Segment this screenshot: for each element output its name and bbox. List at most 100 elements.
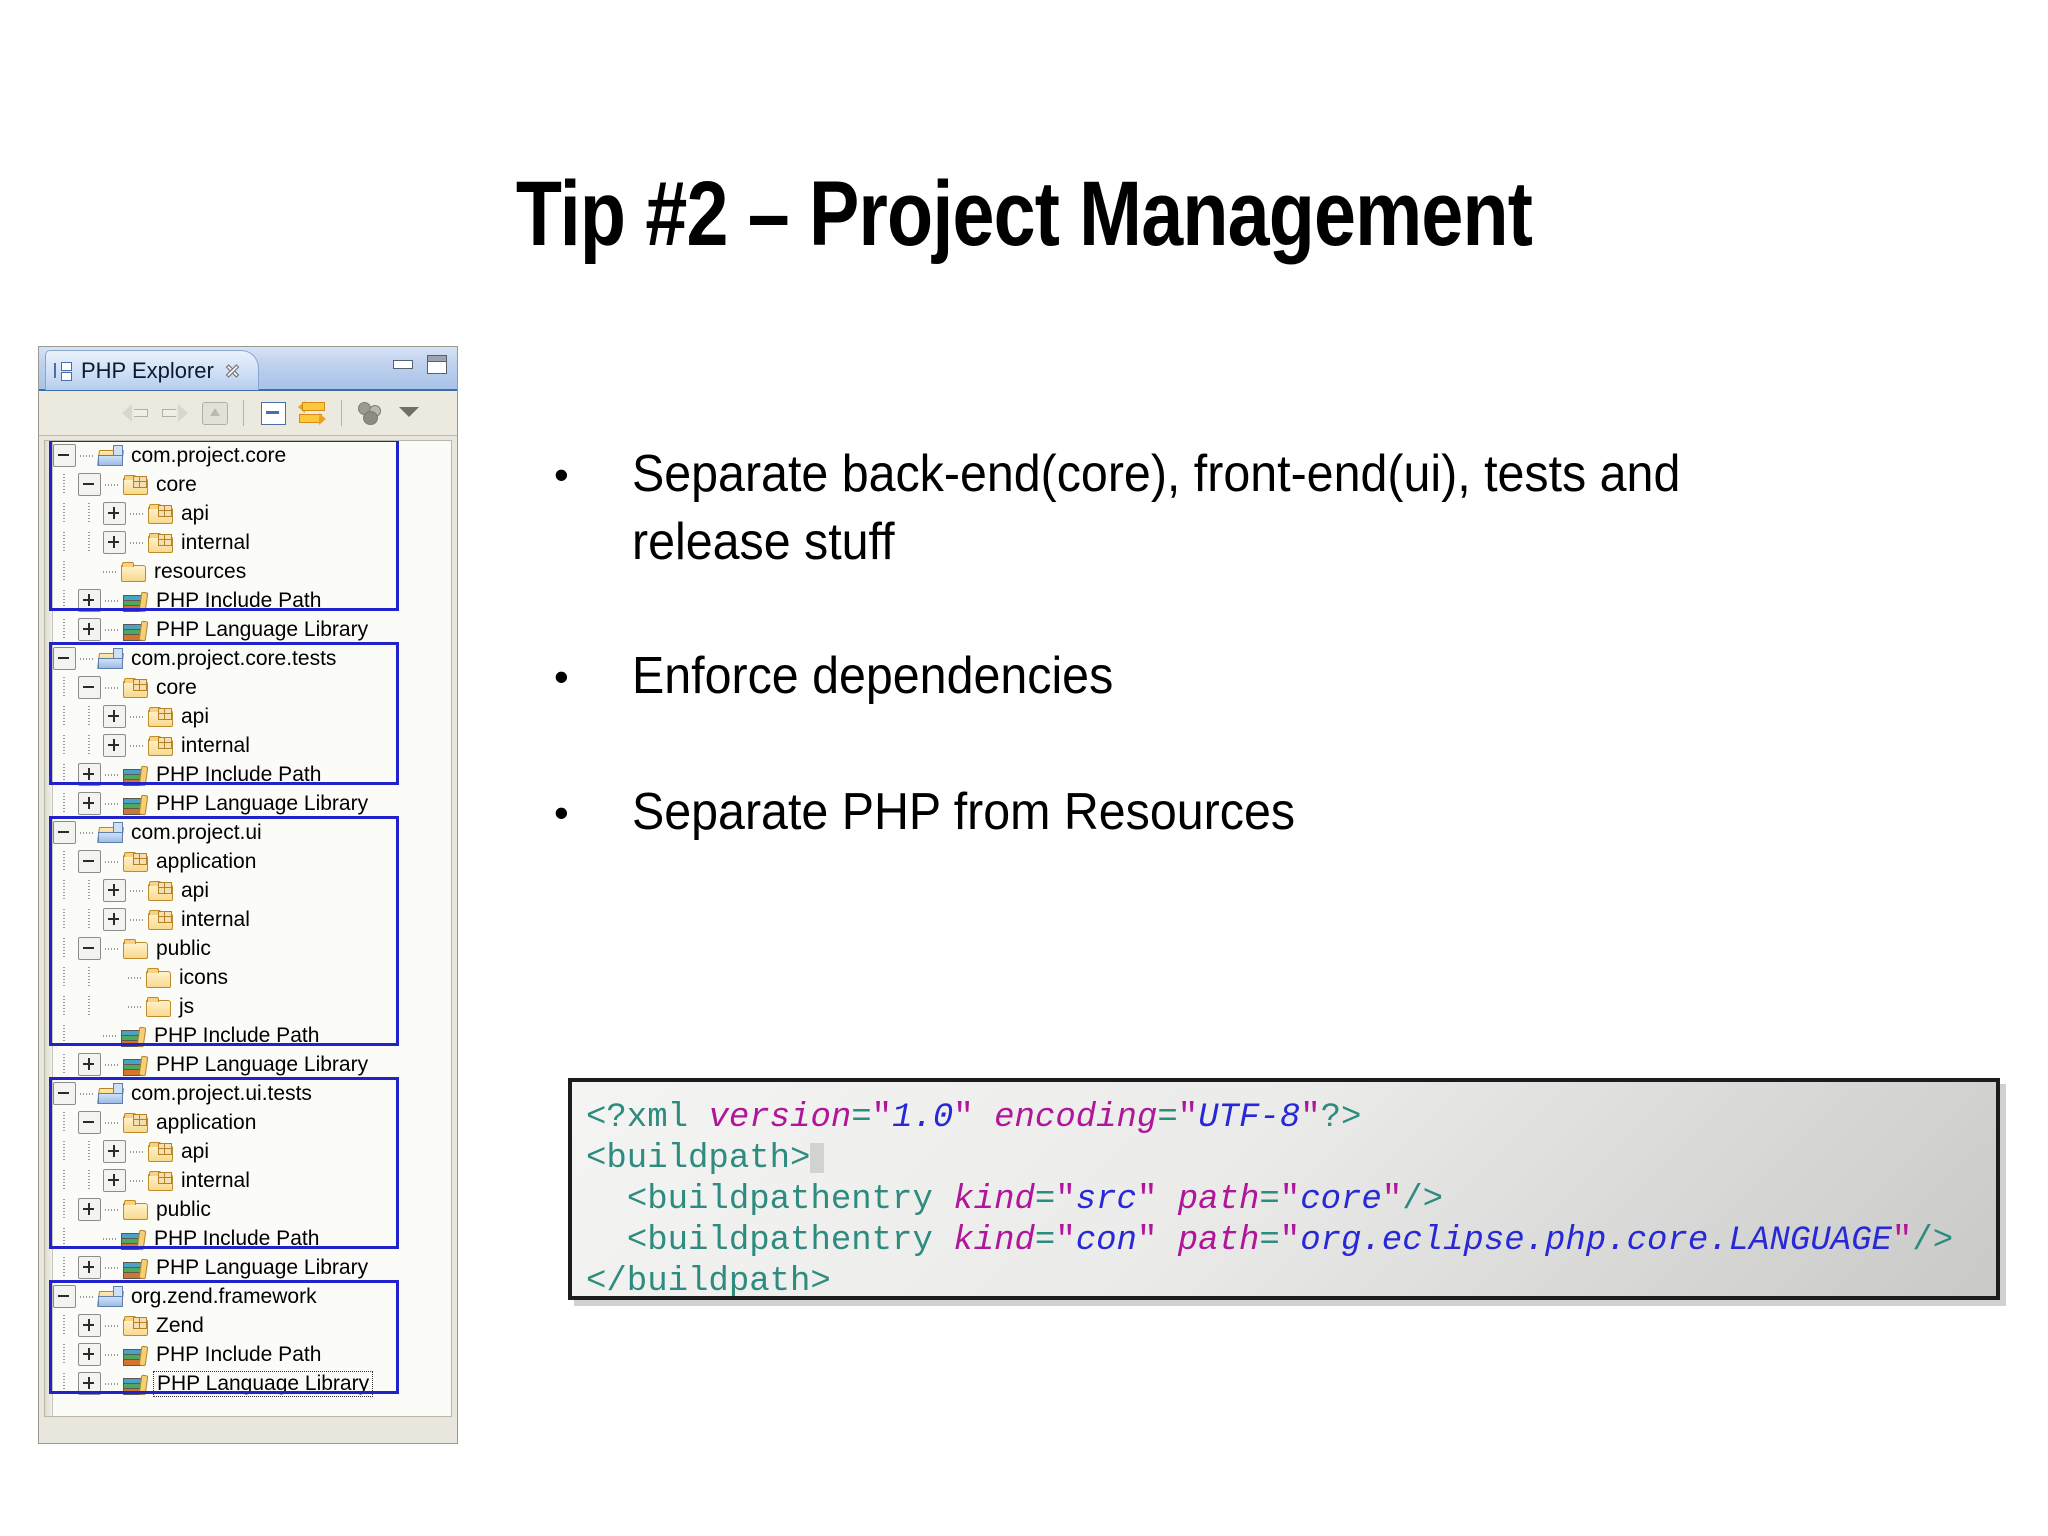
tree-connector xyxy=(105,628,119,631)
expand-icon[interactable] xyxy=(78,618,101,641)
tree-item[interactable]: application xyxy=(53,1108,451,1137)
collapse-icon[interactable] xyxy=(53,1082,76,1105)
tree-item[interactable]: core xyxy=(53,470,451,499)
tree-connector xyxy=(80,831,94,834)
tree-item[interactable]: PHP Language Library xyxy=(53,615,451,644)
tree-indent-guide xyxy=(63,503,65,524)
up-icon[interactable] xyxy=(197,398,231,428)
link-with-editor-icon[interactable] xyxy=(295,398,329,428)
tree-item[interactable]: com.project.ui xyxy=(53,818,451,847)
tree-item[interactable]: internal xyxy=(53,528,451,557)
tree-item[interactable]: PHP Language Library xyxy=(53,1369,451,1398)
expand-icon[interactable] xyxy=(103,879,126,902)
expand-icon[interactable] xyxy=(103,908,126,931)
collapse-icon[interactable] xyxy=(53,647,76,670)
collapse-icon[interactable] xyxy=(53,444,76,467)
tree-item[interactable]: com.project.ui.tests xyxy=(53,1079,451,1108)
tree-item[interactable]: js xyxy=(53,992,451,1021)
minimize-icon[interactable] xyxy=(393,360,413,369)
back-icon[interactable] xyxy=(119,398,153,428)
tree-item[interactable]: PHP Include Path xyxy=(53,1224,451,1253)
tree-item-label: PHP Language Library xyxy=(156,1052,369,1076)
maximize-icon[interactable] xyxy=(427,355,447,374)
tree-indent-guide xyxy=(88,996,90,1017)
expand-icon[interactable] xyxy=(78,792,101,815)
tree-item[interactable]: api xyxy=(53,702,451,731)
close-icon[interactable] xyxy=(223,361,242,380)
package-folder-icon xyxy=(122,1315,148,1337)
package-folder-icon xyxy=(122,474,148,496)
tree-indent-guide xyxy=(63,996,65,1017)
tree-item-label: com.project.ui.tests xyxy=(131,1081,312,1105)
tree-item[interactable]: com.project.core xyxy=(53,441,451,470)
tree-indent-guide xyxy=(63,880,65,901)
tree-connector xyxy=(80,454,94,457)
collapse-icon[interactable] xyxy=(78,676,101,699)
expand-icon[interactable] xyxy=(103,502,126,525)
package-folder-icon xyxy=(147,1170,173,1192)
tree-item[interactable]: core xyxy=(53,673,451,702)
folder-icon xyxy=(122,1199,148,1221)
project-folder-icon xyxy=(97,821,124,844)
expand-icon[interactable] xyxy=(78,1314,101,1337)
tree-item[interactable]: internal xyxy=(53,905,451,934)
expand-icon[interactable] xyxy=(103,531,126,554)
expand-icon[interactable] xyxy=(103,705,126,728)
tree-item[interactable]: PHP Include Path xyxy=(53,1021,451,1050)
tree-item[interactable]: org.zend.framework xyxy=(53,1282,451,1311)
tree-connector xyxy=(105,599,119,602)
expand-icon[interactable] xyxy=(78,763,101,786)
tree-item[interactable]: Zend xyxy=(53,1311,451,1340)
tree-scrollbar[interactable] xyxy=(45,441,53,1416)
view-menu-chevron-icon[interactable] xyxy=(393,398,423,428)
tree-item[interactable]: PHP Include Path xyxy=(53,586,451,615)
expand-icon[interactable] xyxy=(103,1140,126,1163)
tree-indent-guide xyxy=(63,1025,65,1046)
tree-item[interactable]: public xyxy=(53,1195,451,1224)
tree-item[interactable]: PHP Language Library xyxy=(53,789,451,818)
tree-item-label: resources xyxy=(154,559,247,583)
buildpath-xml-snippet: <?xml version="1.0" encoding="UTF-8"?> <… xyxy=(568,1078,2000,1300)
tree-item[interactable]: internal xyxy=(53,1166,451,1195)
tree-item[interactable]: com.project.core.tests xyxy=(53,644,451,673)
tree-item-label: core xyxy=(156,472,197,496)
collapse-icon[interactable] xyxy=(78,1111,101,1134)
forward-icon[interactable] xyxy=(158,398,192,428)
package-folder-icon xyxy=(147,503,173,525)
tab-php-explorer[interactable]: PHP Explorer xyxy=(45,350,259,390)
collapse-icon[interactable] xyxy=(78,937,101,960)
tree-item[interactable]: api xyxy=(53,876,451,905)
view-filter-icon[interactable] xyxy=(354,398,388,428)
tree-item[interactable]: icons xyxy=(53,963,451,992)
expand-icon[interactable] xyxy=(78,1343,101,1366)
expand-icon[interactable] xyxy=(103,1169,126,1192)
collapse-icon[interactable] xyxy=(78,473,101,496)
collapse-icon[interactable] xyxy=(78,850,101,873)
collapse-icon[interactable] xyxy=(53,1285,76,1308)
tree-item[interactable]: api xyxy=(53,1137,451,1166)
tree-indent-guide xyxy=(63,1112,65,1133)
tree-item[interactable]: internal xyxy=(53,731,451,760)
expand-icon[interactable] xyxy=(78,1198,101,1221)
collapse-icon[interactable] xyxy=(53,821,76,844)
project-folder-icon xyxy=(97,1285,124,1308)
folder-icon xyxy=(122,938,148,960)
expand-icon[interactable] xyxy=(78,1053,101,1076)
expand-icon[interactable] xyxy=(78,589,101,612)
expand-icon[interactable] xyxy=(78,1256,101,1279)
expand-icon[interactable] xyxy=(78,1372,101,1395)
package-folder-icon xyxy=(122,851,148,873)
expand-icon[interactable] xyxy=(103,734,126,757)
code-line: </buildpath> xyxy=(586,1263,831,1300)
collapse-all-icon[interactable] xyxy=(256,398,290,428)
tree-item[interactable]: resources xyxy=(53,557,451,586)
tree-item[interactable]: api xyxy=(53,499,451,528)
list-item: • Enforce dependencies xyxy=(540,642,1880,712)
tree-item[interactable]: application xyxy=(53,847,451,876)
tree-item[interactable]: PHP Language Library xyxy=(53,1050,451,1079)
tree-item[interactable]: PHP Include Path xyxy=(53,1340,451,1369)
tree-item[interactable]: public xyxy=(53,934,451,963)
tree-item[interactable]: PHP Include Path xyxy=(53,760,451,789)
tree-item[interactable]: PHP Language Library xyxy=(53,1253,451,1282)
